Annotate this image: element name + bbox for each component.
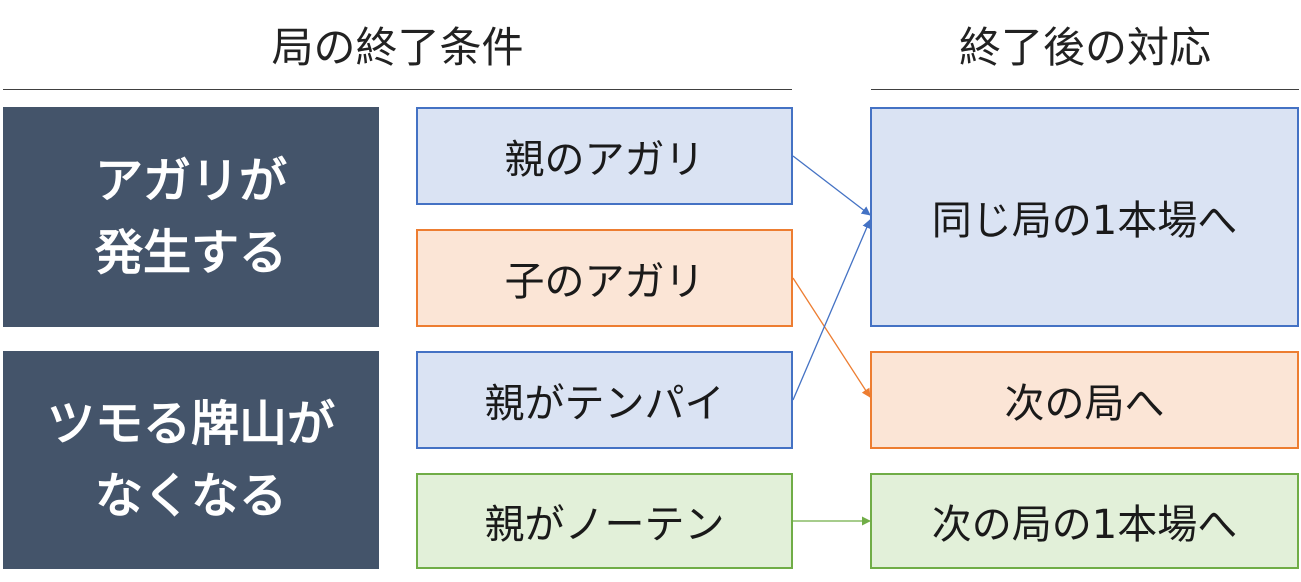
category-block-agari: アガリが 発生する [3,107,379,327]
category-agari-line2: 発生する [94,225,287,281]
conditions-divider [3,89,792,90]
response-divider [871,89,1299,90]
category-wall-line1: ツモる牌山が [46,396,335,452]
arrow-dealer-tenpai-to-same-round [792,219,871,401]
condition-non-dealer-win: 子のアガリ [416,229,793,327]
result-same-round-honba: 同じ局の1本場へ [870,107,1299,327]
condition-dealer-tenpai: 親がテンパイ [416,351,793,449]
condition-dealer-noten: 親がノーテン [416,473,793,569]
condition-dealer-win: 親のアガリ [416,107,793,205]
category-block-wall-exhausted: ツモる牌山が なくなる [3,351,379,569]
arrow-non-dealer-win-to-next-round [792,277,871,398]
category-agari-line1: アガリが [94,153,287,209]
category-wall-line2: なくなる [94,468,287,524]
conditions-heading: 局の終了条件 [271,23,524,72]
arrow-dealer-win-to-same-round [792,155,871,216]
response-heading: 終了後の対応 [958,23,1211,72]
result-next-round: 次の局へ [870,351,1299,449]
result-next-round-honba: 次の局の1本場へ [870,473,1299,569]
